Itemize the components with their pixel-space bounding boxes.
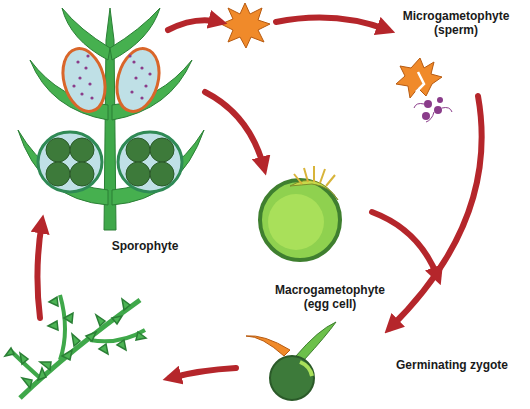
microspore	[221, 3, 270, 48]
germinating-zygote	[246, 322, 336, 400]
sporophyte-plant	[5, 295, 146, 398]
stage-label: Germinating zygote	[382, 358, 522, 372]
microgametophyte	[396, 58, 452, 122]
cycle-arrows	[37, 18, 481, 379]
stage-label: Microgametophyte (sperm)	[394, 9, 518, 37]
stage-label: Sporophyte	[90, 239, 200, 253]
strobilus	[18, 8, 204, 230]
macrogametophyte	[260, 166, 340, 260]
stage-label: Macrogametophyte (egg cell)	[268, 283, 392, 311]
